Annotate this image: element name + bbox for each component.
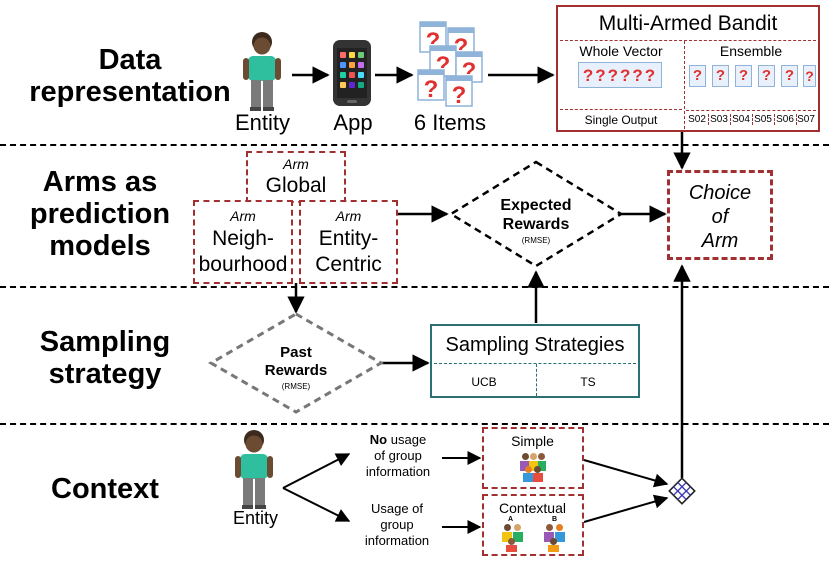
arm-global-box: Arm Global [246,151,346,203]
choice-of-arm-box: Choice of Arm [667,170,773,260]
group-a-label: A [508,516,514,523]
option-ts: TS [580,375,596,389]
svg-text:?: ? [452,82,467,109]
app-label: App [333,110,373,135]
output-s07: S07 [797,114,815,125]
arm-global-label: Global [265,174,327,197]
arm-global-tag: Arm [283,156,309,172]
past-rewards-diamond [207,312,385,414]
ensemble-label: Ensemble [719,43,783,59]
entity-person-icon [243,32,281,111]
sampling-strategies-box: Sampling Strategies UCB TS [430,324,640,398]
arm-neighbourhood-tag: Arm [230,208,256,224]
mab-title: Multi-Armed Bandit [598,12,778,35]
section-title-context: Context [51,473,159,505]
contextual-box: Contextual A B [482,494,584,556]
context-entity-person-icon [235,430,273,509]
arrow-entity-usage [282,487,351,522]
context-entity-label: Entity [232,508,279,528]
arm-entity-centric-box: Arm Entity- Centric [299,200,398,284]
output-s06: S06 [774,114,797,125]
hub-node-icon [668,477,696,505]
separator-2 [0,286,829,288]
expected-rewards-sub: (RMSE) [521,236,551,245]
section-title-arms: Arms as prediction models [29,166,171,262]
ensemble-cards-icon: ? ? ? ? ? ? [688,65,816,87]
arm-neighbourhood-label: Neigh- bourhood [198,227,288,276]
choice-of-arm-label: Choice of Arm [688,182,752,252]
app-phone-icon [333,40,371,106]
output-s04: S04 [730,114,753,125]
past-rewards-label: Past Rewards [264,344,328,379]
items-label: 6 Items [413,110,487,135]
ensemble-outputs: S02 S03 S04 S05 S06 S07 [686,110,816,130]
arm-entity-centric-label: Entity- Centric [315,227,382,276]
arm-entity-centric-tag: Arm [335,208,362,224]
arrow-contextual-hub [583,494,669,523]
no-usage-label: No usage of group information [350,432,446,480]
mab-divider-h [560,40,816,41]
group-b-label: B [552,516,558,523]
output-s05: S05 [752,114,775,125]
separator-3 [0,423,829,425]
section-title-sampling: Sampling strategy [39,326,171,390]
sampling-divider-v [536,364,537,396]
six-items-icon: ? ? ? ? ? [417,21,483,109]
svg-text:?: ? [424,76,439,103]
simple-box: Simple [482,427,584,489]
expected-rewards-label: Expected Rewards [500,197,572,233]
single-output-divider [560,109,682,110]
arm-neighbourhood-box: Arm Neigh- bourhood [193,200,293,284]
contextual-group-a-icon [502,524,528,552]
sampling-divider-h [434,363,636,364]
mab-divider-v [684,41,685,129]
separator-1 [0,144,829,146]
entity-label: Entity [234,110,291,135]
arrow-entity-no-usage [282,453,351,489]
simple-group-icon [520,453,546,483]
arrow-simple-hub [583,459,669,488]
expected-rewards-diamond [448,160,624,268]
no-usage-bold: No [369,432,388,447]
option-ucb: UCB [471,375,497,389]
past-rewards-sub: (RMSE) [281,382,311,391]
single-output-label: Single Output [584,113,658,127]
whole-vector-cards-icon: ?????? [578,62,662,88]
multi-armed-bandit-box: Multi-Armed Bandit Whole Vector Ensemble… [556,5,820,132]
output-s03: S03 [708,114,731,125]
usage-label: Usage of group information [364,501,430,548]
contextual-group-b-icon [544,524,570,552]
contextual-label: Contextual [499,500,566,516]
simple-label: Simple [511,433,554,449]
whole-vector-label: Whole Vector [579,43,663,59]
section-title-data-representation: Data representation [29,44,231,108]
sampling-strategies-title: Sampling Strategies [445,334,625,356]
no-usage-rest: usage of group information [365,432,431,479]
output-s02: S02 [686,114,709,125]
